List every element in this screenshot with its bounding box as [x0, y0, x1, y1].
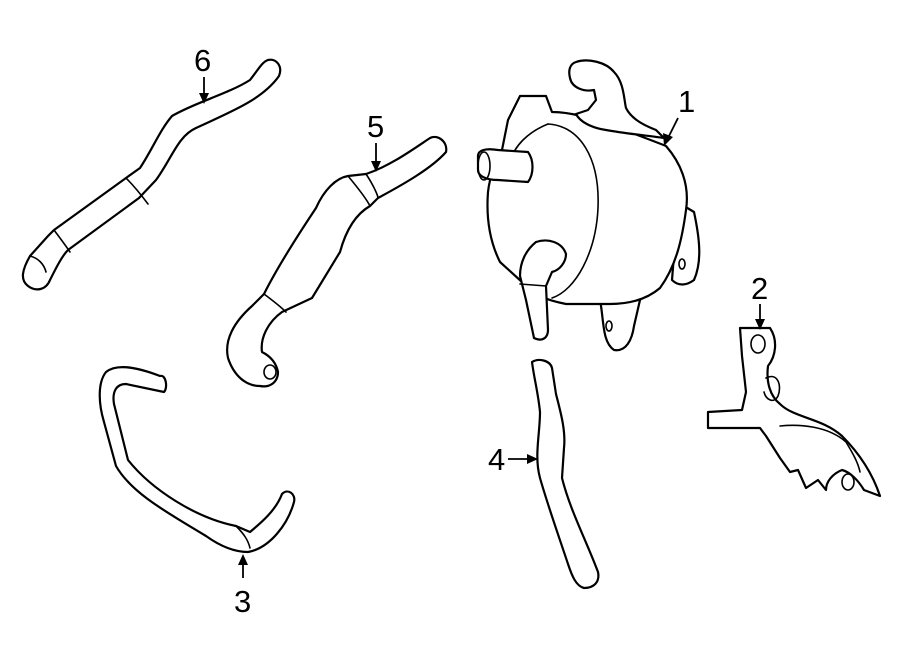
- callout-1: 1: [663, 84, 695, 146]
- callout-label-3: 3: [234, 584, 251, 619]
- callout-label-6: 6: [194, 43, 211, 78]
- callout-2: 2: [751, 271, 768, 330]
- leader-arrow-4: [527, 454, 538, 464]
- leader-arrow-5: [371, 161, 381, 172]
- leader-arrow-1: [663, 133, 673, 146]
- oil-cooler-part-1: [476, 59, 701, 352]
- callout-label-5: 5: [367, 109, 384, 144]
- leader-line-1: [667, 117, 679, 139]
- leader-arrow-3: [238, 554, 248, 565]
- callout-label-1: 1: [678, 84, 695, 119]
- callout-label-4: 4: [488, 442, 505, 477]
- hose-part-3: [98, 366, 296, 554]
- callout-4: 4: [488, 442, 538, 477]
- callout-3: 3: [234, 554, 251, 619]
- hose-part-6: [21, 58, 282, 291]
- hose-part-4: [530, 358, 600, 590]
- leader-arrow-6: [199, 93, 209, 104]
- hose-part-5: [226, 135, 448, 388]
- bracket-part-2: [706, 326, 882, 498]
- callout-6: 6: [194, 43, 211, 104]
- callout-5: 5: [367, 109, 384, 172]
- callout-label-2: 2: [751, 271, 768, 306]
- leader-arrow-2: [755, 319, 765, 330]
